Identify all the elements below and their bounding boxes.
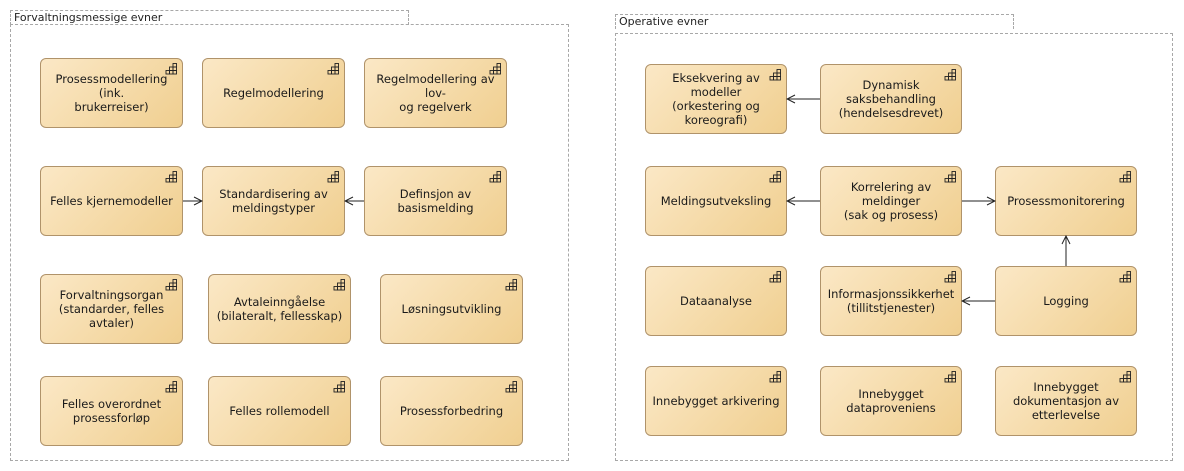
capability-label: Prosessmodellering (ink. brukerreiser) bbox=[55, 72, 168, 114]
capability-icon bbox=[769, 371, 781, 383]
capability-label: Regelmodellering av lov- og regelverk bbox=[376, 72, 495, 114]
capability-icon bbox=[769, 271, 781, 283]
capability-forvaltningsorgan[interactable]: Forvaltningsorgan (standarder, felles av… bbox=[40, 274, 183, 344]
capability-label: Felles kjernemodeller bbox=[50, 194, 173, 208]
group-title-forvaltning: Forvaltningsmessige evner bbox=[10, 10, 409, 25]
capability-label: Informasjonssikkerhet (tillitstjenester) bbox=[827, 287, 955, 315]
capability-label: Innebygget dokumentasjon av etterlevelse bbox=[1012, 380, 1120, 422]
capability-felles-overordnet[interactable]: Felles overordnet prosessforløp bbox=[40, 376, 183, 446]
capability-dataanalyse[interactable]: Dataanalyse bbox=[645, 266, 787, 336]
capability-label: Forvaltningsorgan (standarder, felles av… bbox=[58, 288, 165, 330]
capability-icon bbox=[165, 63, 177, 75]
capability-icon bbox=[327, 63, 339, 75]
capability-icon bbox=[769, 69, 781, 81]
capability-icon bbox=[1119, 271, 1131, 283]
capability-prosessmodellering[interactable]: Prosessmodellering (ink. brukerreiser) bbox=[40, 58, 183, 128]
group-title-operative: Operative evner bbox=[615, 14, 1014, 29]
group-forvaltning bbox=[10, 24, 569, 461]
capability-label: Dynamisk saksbehandling (hendelsesdrevet… bbox=[838, 78, 944, 120]
capability-label: Logging bbox=[1043, 294, 1089, 308]
capability-label: Standardisering av meldingstyper bbox=[219, 187, 328, 215]
capability-label: Eksekvering av modeller (orkestering og … bbox=[672, 71, 760, 127]
capability-label: Innebygget dataproveniens bbox=[846, 387, 936, 415]
capability-icon bbox=[327, 171, 339, 183]
capability-prosessmonitorering[interactable]: Prosessmonitorering bbox=[995, 166, 1137, 236]
capability-icon bbox=[333, 279, 345, 291]
capability-regelmodellering[interactable]: Regelmodellering bbox=[202, 58, 345, 128]
capability-icon bbox=[489, 171, 501, 183]
capability-informasjonssikkerhet[interactable]: Informasjonssikkerhet (tillitstjenester) bbox=[820, 266, 962, 336]
capability-prosessforbedring[interactable]: Prosessforbedring bbox=[380, 376, 523, 446]
capability-innebygget-dataproveniens[interactable]: Innebygget dataproveniens bbox=[820, 366, 962, 436]
group-operative bbox=[615, 33, 1173, 461]
capability-innebygget-arkivering[interactable]: Innebygget arkivering bbox=[645, 366, 787, 436]
capability-label: Felles overordnet prosessforløp bbox=[61, 397, 162, 425]
capability-dynamisk[interactable]: Dynamisk saksbehandling (hendelsesdrevet… bbox=[820, 64, 962, 134]
capability-label: Løsningsutvikling bbox=[401, 302, 502, 316]
capability-label: Prosessmonitorering bbox=[1007, 194, 1125, 208]
capability-icon bbox=[333, 381, 345, 393]
capability-icon bbox=[944, 271, 956, 283]
capability-eksekvering[interactable]: Eksekvering av modeller (orkestering og … bbox=[645, 64, 787, 134]
capability-icon bbox=[944, 69, 956, 81]
capability-icon bbox=[1119, 371, 1131, 383]
capability-icon bbox=[165, 279, 177, 291]
capability-label: Prosessforbedring bbox=[399, 404, 504, 418]
capability-label: Regelmodellering bbox=[223, 86, 324, 100]
capability-felles-rollemodell[interactable]: Felles rollemodell bbox=[208, 376, 351, 446]
capability-korrelering[interactable]: Korrelering av meldinger (sak og prosess… bbox=[820, 166, 962, 236]
capability-regelmodellering-lov[interactable]: Regelmodellering av lov- og regelverk bbox=[364, 58, 507, 128]
capability-avtaleinngaaelse[interactable]: Avtaleinngåelse (bilateralt, fellesskap) bbox=[208, 274, 351, 344]
capability-icon bbox=[165, 381, 177, 393]
capability-standardisering[interactable]: Standardisering av meldingstyper bbox=[202, 166, 345, 236]
capability-losningsutvikling[interactable]: Løsningsutvikling bbox=[380, 274, 523, 344]
capability-icon bbox=[769, 171, 781, 183]
capability-logging[interactable]: Logging bbox=[995, 266, 1137, 336]
capability-felles-kjernemodeller[interactable]: Felles kjernemodeller bbox=[40, 166, 183, 236]
capability-icon bbox=[505, 279, 517, 291]
capability-label: Innebygget arkivering bbox=[652, 394, 780, 408]
capability-label: Definsjon av basismelding bbox=[397, 187, 474, 215]
capability-label: Korrelering av meldinger (sak og prosess… bbox=[843, 180, 939, 222]
capability-icon bbox=[944, 171, 956, 183]
capability-icon bbox=[505, 381, 517, 393]
capability-label: Meldingsutveksling bbox=[660, 194, 772, 208]
capability-label: Dataanalyse bbox=[680, 294, 752, 308]
capability-icon bbox=[944, 371, 956, 383]
capability-icon bbox=[165, 171, 177, 183]
capability-label: Avtaleinngåelse (bilateralt, fellesskap) bbox=[216, 295, 343, 323]
capability-definsjon[interactable]: Definsjon av basismelding bbox=[364, 166, 507, 236]
capability-label: Felles rollemodell bbox=[229, 404, 330, 418]
capability-icon bbox=[1119, 171, 1131, 183]
capability-icon bbox=[489, 63, 501, 75]
capability-meldingsutveksling[interactable]: Meldingsutveksling bbox=[645, 166, 787, 236]
capability-innebygget-dokumentasjon[interactable]: Innebygget dokumentasjon av etterlevelse bbox=[995, 366, 1137, 436]
